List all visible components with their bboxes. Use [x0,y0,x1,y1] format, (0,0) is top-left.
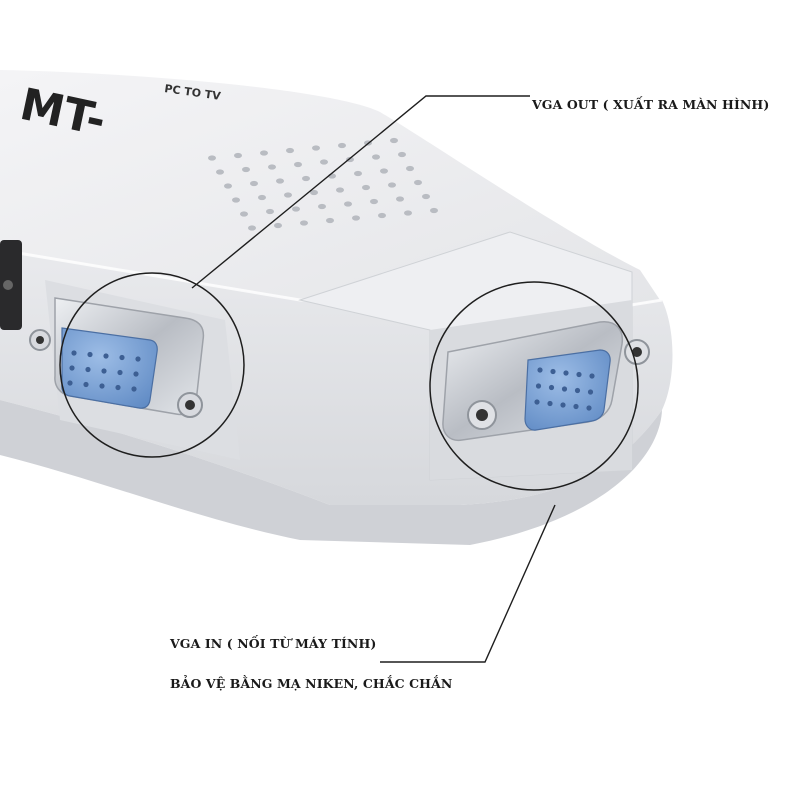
vent-hole [234,152,242,159]
leader-line-out [191,95,530,289]
vent-hole [276,178,284,184]
vent-hole [422,193,430,200]
vga-pin [135,356,141,362]
vent-hole [250,180,258,187]
vga-pin [586,405,592,411]
vga-pin [587,389,594,395]
vent-hole [268,164,276,170]
vga-pin [547,400,553,407]
vga-pin [574,387,581,394]
vent-hole [312,145,320,151]
vga-pin [83,381,89,388]
vga-pin [71,350,77,356]
vent-hole [258,194,266,201]
vent-hole [404,210,412,216]
vent-hole [232,197,240,203]
vent-hole [380,168,388,174]
vga-pin [561,386,568,392]
vga-pin [87,351,93,358]
vga-out-label: VGA OUT ( XUẤT RA MÀN HÌNH) [532,97,770,112]
vent-hole [242,166,250,173]
vga-pin [563,370,569,376]
vent-hole [274,222,282,229]
vent-hole [292,206,300,212]
vent-hole [338,142,346,149]
vent-hole [388,182,396,188]
vent-hole [302,175,310,182]
vent-hole [344,201,352,207]
vent-hole [378,212,386,219]
nickel-plating-label: BẢO VỆ BẰNG MẠ NIKEN, CHẮC CHẮN [170,676,453,691]
vga-pin [560,402,566,408]
vent-hole [372,154,380,160]
vent-hole [310,189,318,196]
vga-pin [576,371,582,378]
magnifier-circle-right [429,281,639,491]
vga-pin [534,399,540,405]
vga-pin [103,353,109,359]
vent-hole [300,220,308,226]
vent-hole [370,198,378,205]
vent-hole [248,225,256,231]
vent-hole [352,215,360,221]
vga-pin [115,384,121,391]
vent-hole [240,211,248,217]
vga-in-connector [29,297,205,418]
vga-pin [119,354,125,361]
vent-hole [286,147,294,154]
vga-pin [589,373,595,379]
vent-hole [294,161,302,168]
vga-pin [85,366,91,373]
vga-pin [550,368,556,375]
vent-hole [318,203,326,210]
vent-hole [354,170,362,177]
vga-pin [67,380,73,386]
vga-in-label: VGA IN ( NỐI TỪ MÁY TÍNH) [170,636,377,651]
vent-hole [398,151,406,158]
vga-pin [117,369,123,376]
vent-hole [284,192,292,198]
vent-hole [266,208,274,215]
vga-pin [101,368,107,374]
vent-hole [390,137,398,144]
vent-hole [320,159,328,165]
vga-pin [548,384,555,391]
vga-out-connector [442,321,650,442]
vent-hole [208,155,216,161]
vent-hole [414,179,422,186]
vga-pin [131,386,137,392]
vent-hole [260,150,268,156]
vent-hole [406,165,414,172]
vent-hole [326,217,334,224]
magnifier-circle-left [59,272,245,458]
vent-hole [430,207,438,214]
vga-pin [69,365,75,371]
vga-pin [133,371,139,377]
vent-hole [224,183,232,189]
vent-hole [216,169,224,175]
vent-holes [208,137,438,231]
vga-pin [99,383,105,389]
vga-pin [573,403,579,410]
leader-line-in [380,504,556,663]
vent-hole [336,187,344,193]
vga-pin [535,383,542,389]
vent-hole [396,196,404,202]
vent-hole [362,184,370,191]
vga-pin [537,367,543,373]
